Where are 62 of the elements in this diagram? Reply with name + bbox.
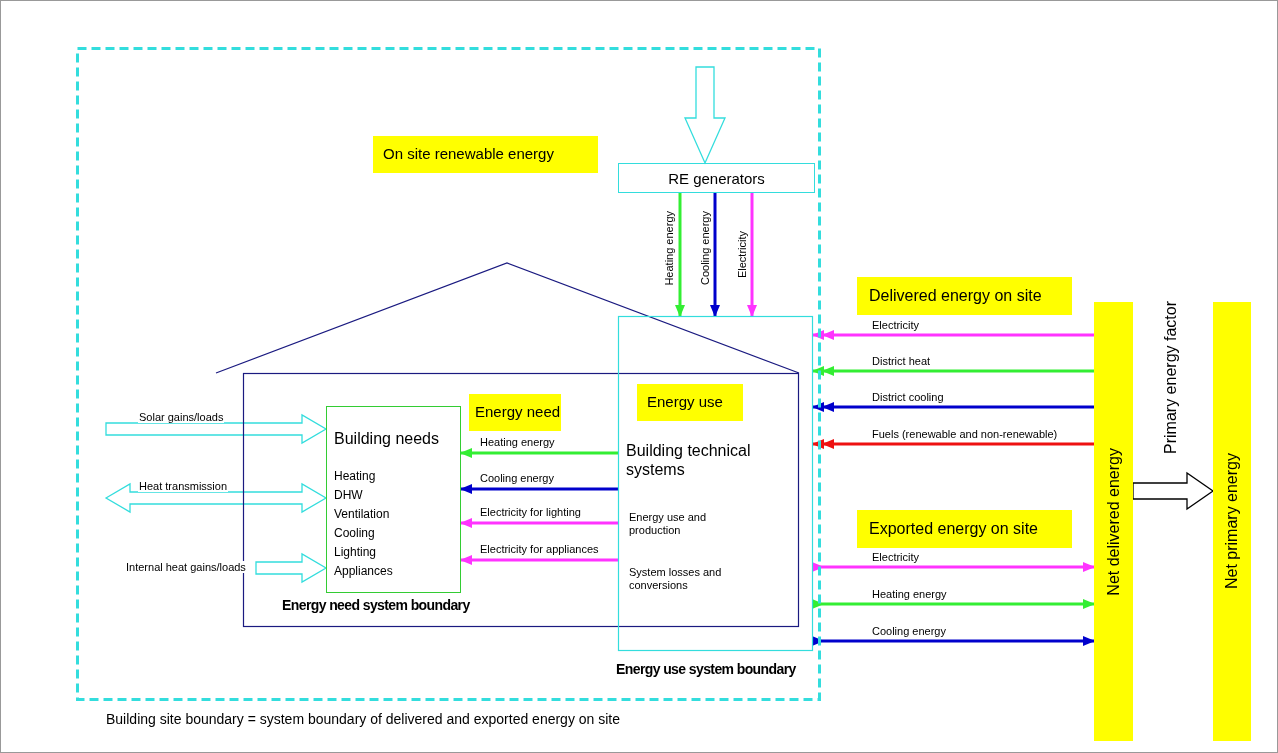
edge-label: Fuels (renewable and non-renewable) xyxy=(871,428,1059,441)
edge-label: Heating energy xyxy=(662,211,677,286)
highlight-text: On site renewable energy xyxy=(383,145,555,163)
highlight-box xyxy=(857,277,1072,315)
edge-label: Electricity xyxy=(735,231,750,279)
edge-label: Solar gains/loads xyxy=(138,411,225,424)
highlight-text: Exported energy on site xyxy=(869,519,1039,539)
highlight-box xyxy=(857,510,1072,548)
edge-label: District cooling xyxy=(871,391,945,404)
boundary-caption: Building site boundary = system boundary of delivered and exported energy on site xyxy=(106,711,622,728)
arrow xyxy=(460,555,618,565)
edge-label: Primary energy factor xyxy=(1161,301,1181,454)
arrow xyxy=(813,366,1094,376)
arrow xyxy=(813,599,1094,609)
box-title: RE generators xyxy=(667,170,766,188)
bar-label: Net delivered energy xyxy=(1104,447,1123,596)
edge-label: Cooling energy xyxy=(698,211,713,285)
arrow xyxy=(813,402,1094,412)
arrow xyxy=(460,448,618,458)
energy-bar xyxy=(1213,302,1251,741)
highlight-box xyxy=(373,136,598,173)
arrow xyxy=(710,193,720,317)
highlight-text: Energy need xyxy=(475,403,559,421)
arrow xyxy=(460,518,618,528)
process-box xyxy=(618,163,815,193)
energy-bar xyxy=(1094,302,1133,741)
box-title: Building technical systems xyxy=(626,441,752,480)
hollow-arrow xyxy=(105,413,328,445)
box-note: System losses and conversions xyxy=(629,566,723,593)
box-title: Building needs xyxy=(334,429,440,449)
edge-label: Cooling energy xyxy=(871,625,947,638)
arrow xyxy=(747,193,757,317)
edge-label: Internal heat gains/loads xyxy=(125,561,247,574)
arrow xyxy=(675,193,685,317)
arrow xyxy=(460,484,618,494)
item-list: Heating DHW Ventilation Cooling Lighting Appliances xyxy=(334,467,404,581)
edge-label: Cooling energy xyxy=(479,472,555,485)
edge-label: Electricity xyxy=(871,551,921,564)
arrow xyxy=(813,562,1094,572)
edge-label: District heat xyxy=(871,355,932,368)
edge-label: Heating energy xyxy=(479,436,556,449)
hollow-arrow xyxy=(1132,471,1215,511)
edge-label: Heating energy xyxy=(871,588,948,601)
boundary-label: Energy need system boundary xyxy=(282,597,471,614)
edge-label: Electricity xyxy=(871,319,921,332)
arrow xyxy=(813,330,1094,340)
box-note: Energy use and production xyxy=(629,511,708,538)
bar-label: Net primary energy xyxy=(1223,453,1241,590)
highlight-text: Energy use xyxy=(647,393,724,411)
highlight-box xyxy=(469,394,561,431)
arrow xyxy=(813,439,1094,449)
highlight-box xyxy=(637,384,743,421)
arrow xyxy=(813,636,1094,646)
edge-label: Heat transmission xyxy=(138,480,229,493)
hollow-arrow xyxy=(104,482,328,514)
highlight-text: Delivered energy on site xyxy=(869,286,1043,306)
hollow-arrow xyxy=(255,552,328,584)
edge-label: Electricity for lighting xyxy=(479,506,582,519)
boundary-label: Energy use system boundary xyxy=(616,661,797,678)
hollow-arrow xyxy=(684,66,726,165)
edge-label: Electricity for appliances xyxy=(479,543,600,556)
process-box xyxy=(326,406,461,593)
